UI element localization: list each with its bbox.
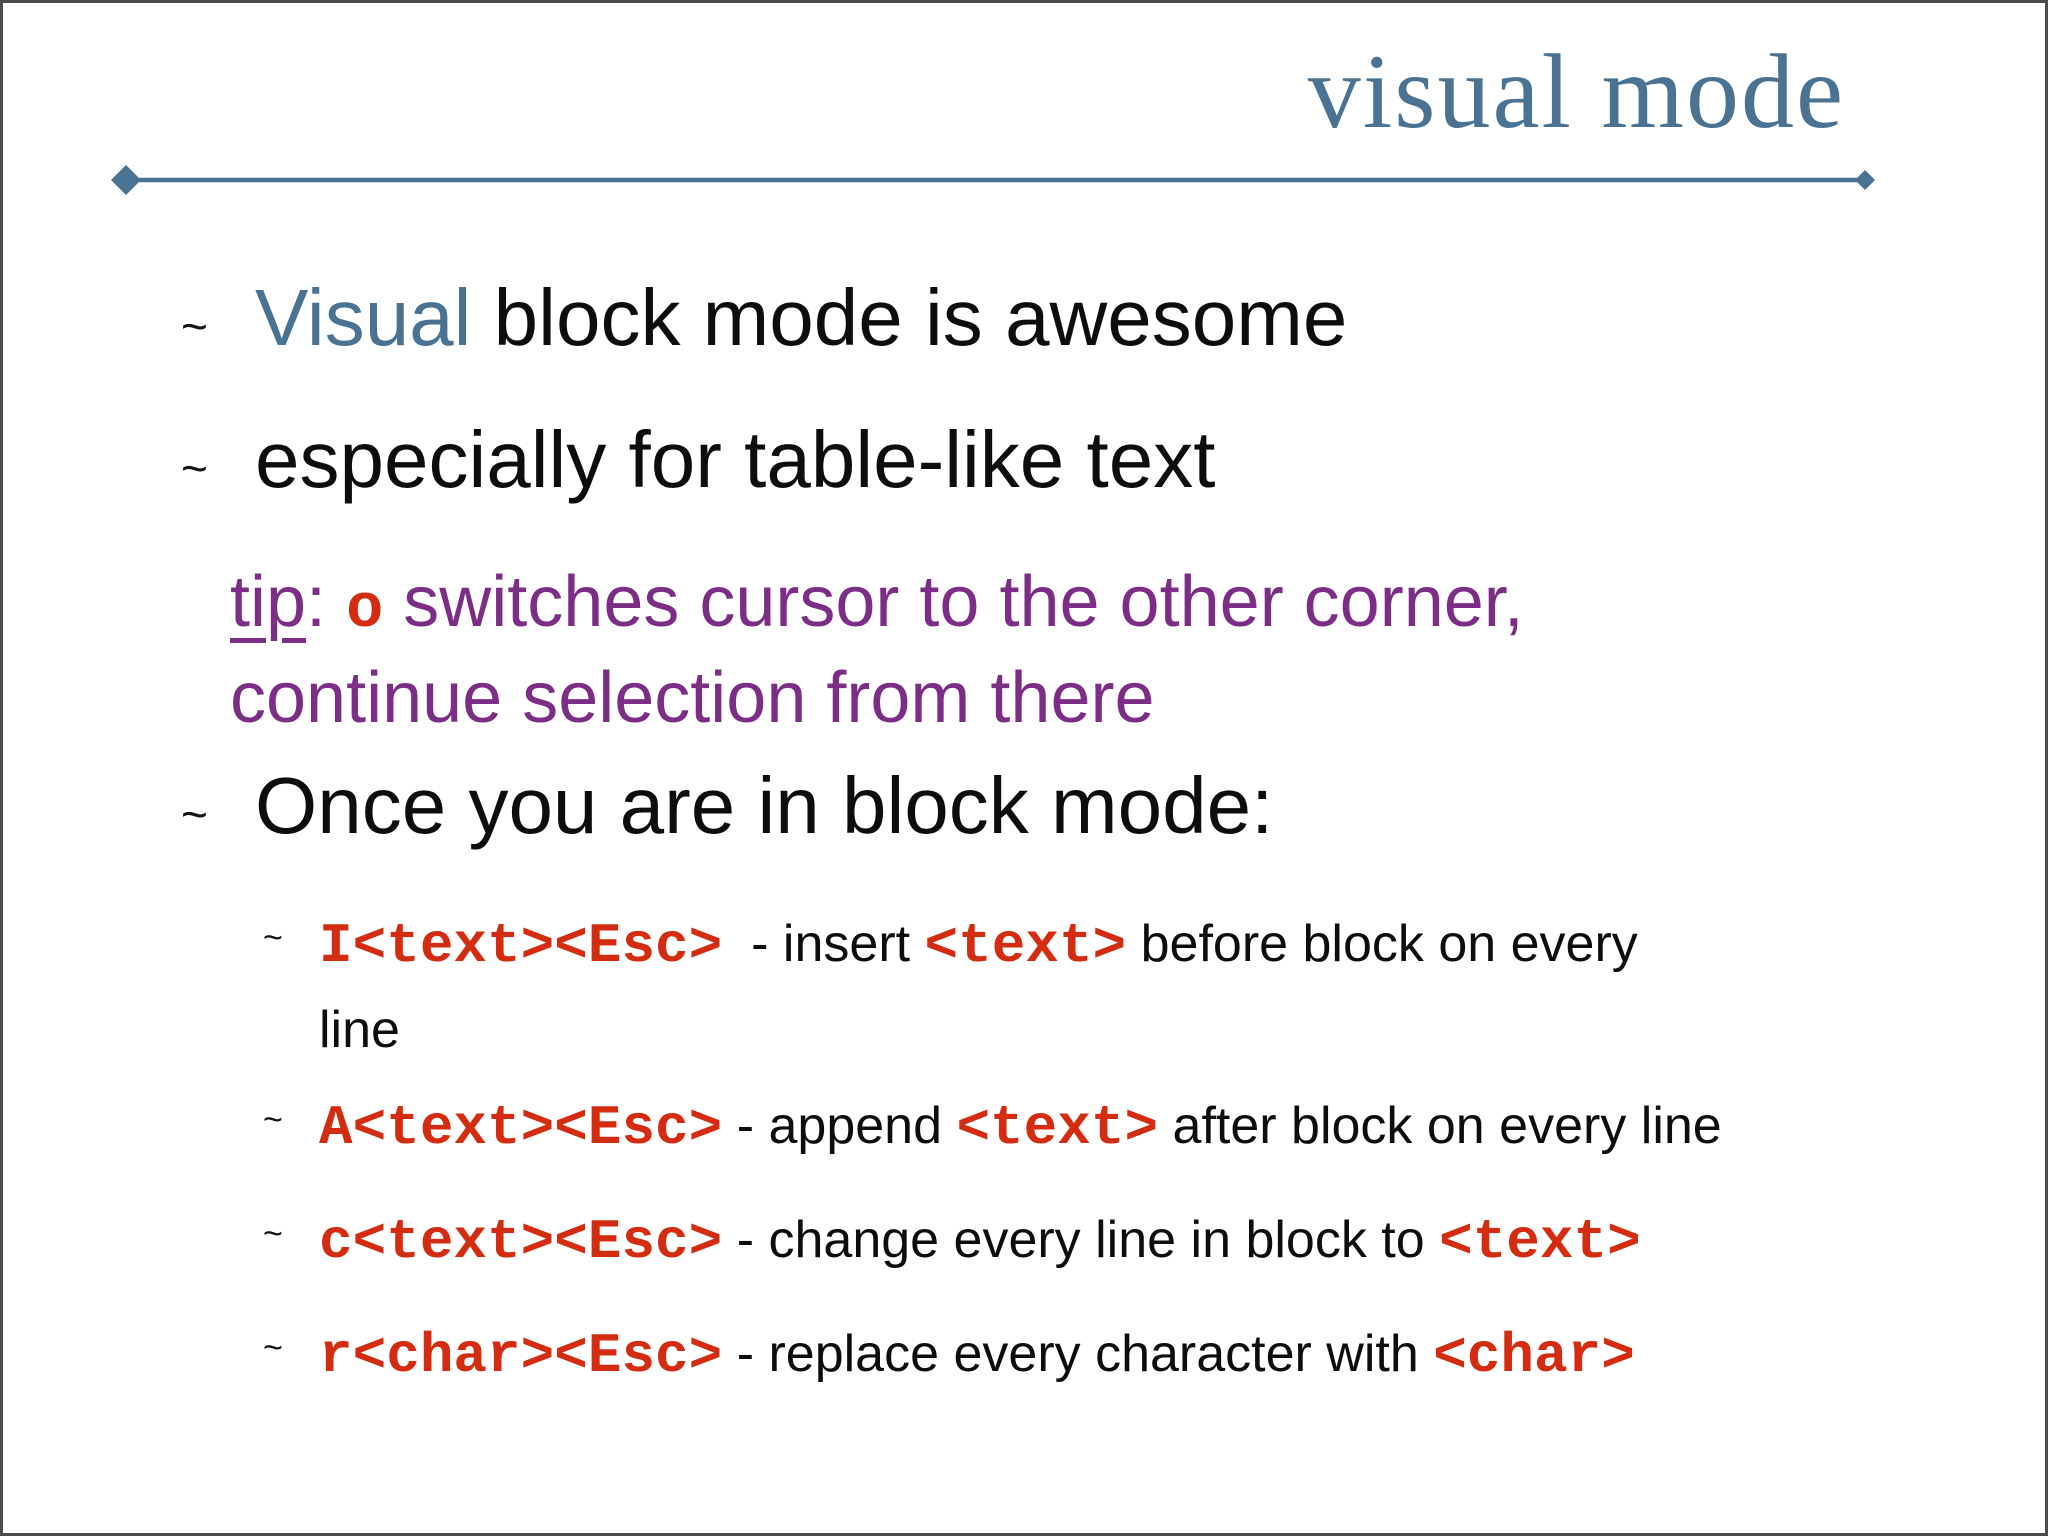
tilde-bullet-icon: ~ bbox=[263, 1215, 283, 1253]
tilde-bullet-icon: ~ bbox=[181, 300, 208, 352]
page-title: visual mode bbox=[1307, 33, 1845, 150]
code-snippet: r<char><Esc> bbox=[319, 1324, 723, 1388]
plain-text: after block on every line bbox=[1158, 1097, 1722, 1155]
code-snippet: A<text><Esc> bbox=[319, 1096, 723, 1160]
bullet-item-visual-block: ~ Visual block mode is awesome bbox=[181, 273, 1348, 362]
plain-text: - change every line in block to bbox=[722, 1211, 1440, 1269]
tip-colon: : bbox=[306, 562, 347, 642]
code-snippet: <text> bbox=[1439, 1210, 1641, 1274]
highlight-word: Visual bbox=[255, 273, 472, 362]
bullet-item-table-like: ~ especially for table-like text bbox=[181, 415, 1216, 504]
plain-text: - append bbox=[722, 1097, 957, 1155]
sub-bullet-text: r<char><Esc> - replace every character w… bbox=[319, 1313, 1635, 1400]
bullet-text: especially for table-like text bbox=[255, 415, 1216, 504]
tip-line2: continue selection from there bbox=[230, 657, 1155, 738]
code-snippet: <text> bbox=[924, 914, 1127, 978]
tip-line1: switches cursor to the other corner, bbox=[383, 562, 1524, 642]
tilde-bullet-icon: ~ bbox=[181, 442, 208, 494]
sub-bullet-insert: ~ I<text><Esc> - insert <text> before bl… bbox=[243, 903, 1638, 1070]
tilde-bullet-icon: ~ bbox=[263, 919, 283, 957]
code-snippet: I<text><Esc> bbox=[319, 914, 723, 978]
plain-text: - insert bbox=[722, 915, 925, 973]
tip-note: tip: o switches cursor to the other corn… bbox=[230, 555, 1524, 746]
bullet-text: Visual block mode is awesome bbox=[255, 273, 1348, 362]
tilde-bullet-icon: ~ bbox=[181, 788, 208, 840]
bullet-item-block-mode: ~ Once you are in block mode: bbox=[181, 761, 1274, 850]
code-snippet: <char> bbox=[1433, 1324, 1635, 1388]
tilde-bullet-icon: ~ bbox=[263, 1101, 283, 1139]
sub-bullet-replace: ~ r<char><Esc> - replace every character… bbox=[243, 1313, 1635, 1400]
sub-bullet-text: I<text><Esc> - insert <text> before bloc… bbox=[319, 903, 1638, 1070]
sub-bullet-text: A<text><Esc> - append <text> after block… bbox=[319, 1085, 1722, 1172]
code-snippet: <text> bbox=[956, 1096, 1159, 1160]
plain-text: before block on every bbox=[1126, 915, 1638, 973]
tilde-bullet-icon: ~ bbox=[263, 1329, 283, 1367]
code-key-o: o bbox=[346, 574, 384, 645]
diamond-right-icon bbox=[1855, 170, 1875, 190]
diamond-left-icon bbox=[111, 165, 141, 195]
sub-bullet-append: ~ A<text><Esc> - append <text> after blo… bbox=[243, 1085, 1722, 1172]
tip-label: tip bbox=[230, 562, 307, 642]
sub-bullet-text: c<text><Esc> - change every line in bloc… bbox=[319, 1199, 1641, 1286]
bullet-text: Once you are in block mode: bbox=[255, 761, 1274, 850]
code-snippet: c<text><Esc> bbox=[319, 1210, 723, 1274]
title-underline-decoration bbox=[111, 165, 1875, 195]
sub-bullet-change: ~ c<text><Esc> - change every line in bl… bbox=[243, 1199, 1641, 1286]
bullet-text-rest: block mode is awesome bbox=[471, 273, 1348, 362]
plain-text: line bbox=[319, 1000, 400, 1059]
plain-text: - replace every character with bbox=[722, 1325, 1434, 1383]
